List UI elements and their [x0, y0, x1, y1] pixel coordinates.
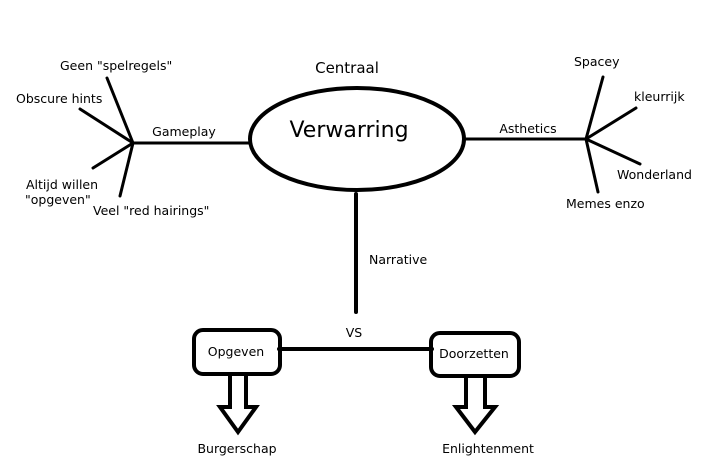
doorzetten-box: [429, 331, 521, 378]
gameplay-item-obscure-hints: Obscure hints: [16, 91, 102, 106]
gameplay-spoke-1: [105, 76, 135, 145]
asthetics-spoke-3: [584, 137, 642, 166]
narrative-label: Narrative: [369, 252, 428, 267]
gameplay-item-geen-spelregels: Geen "spelregels": [60, 58, 172, 73]
asthetics-spoke-2: [584, 106, 638, 141]
gameplay-item-red-hairings: Veel "red hairings": [93, 203, 209, 218]
doorzetten-label: Doorzetten: [439, 346, 509, 361]
gameplay-label: Gameplay: [152, 124, 216, 139]
asthetics-item-wonderland: Wonderland: [617, 167, 692, 182]
gameplay-spoke-2: [78, 107, 135, 145]
asthetics-label: Asthetics: [499, 121, 556, 136]
gameplay-item-altijd-willen: Altijd willen: [26, 177, 98, 192]
opgeven-down-arrow: [216, 374, 260, 436]
gameplay-spoke-3: [91, 141, 135, 170]
vs-label: VS: [346, 325, 363, 340]
central-caption: Centraal: [315, 59, 379, 77]
asthetics-spoke-4: [584, 137, 600, 194]
opgeven-box: [192, 328, 282, 376]
enlightenment-outcome: Enlightenment: [442, 441, 534, 456]
gameplay-spoke-4: [118, 141, 135, 198]
opgeven-label: Opgeven: [208, 344, 264, 359]
asthetics-item-memes-enzo: Memes enzo: [566, 196, 645, 211]
asthetics-spoke-1: [584, 75, 605, 141]
asthetics-item-kleurrijk: kleurrijk: [634, 89, 685, 104]
doorzetten-down-arrow: [451, 376, 500, 436]
burgerschap-outcome: Burgerschap: [197, 441, 276, 456]
gameplay-item-opgeven: "opgeven": [25, 192, 91, 207]
asthetics-item-spacey: Spacey: [574, 54, 620, 69]
central-label: Verwarring: [289, 118, 408, 143]
